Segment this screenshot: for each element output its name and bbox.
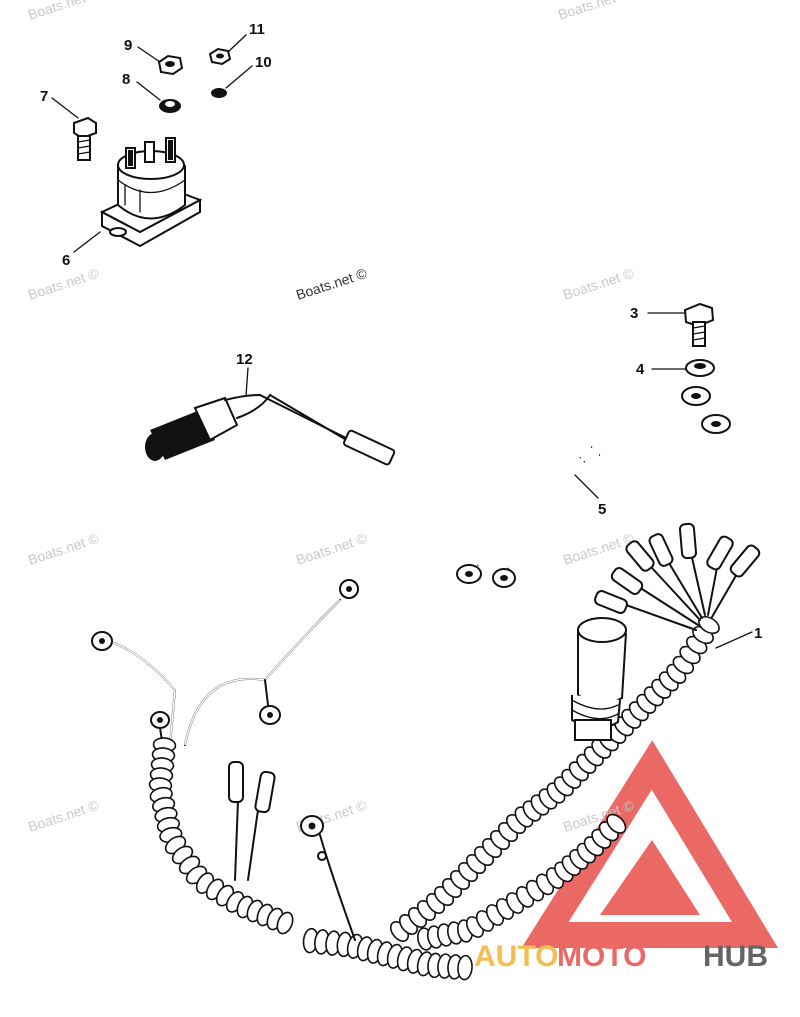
callout-1: 1 <box>754 625 762 642</box>
watermark: Boats.net © <box>26 797 101 835</box>
watermark-main: Boats.net © <box>294 265 369 303</box>
logo-part-moto: MOTO <box>557 940 646 973</box>
bolt-7 <box>73 116 97 161</box>
callout-9: 9 <box>124 37 132 54</box>
leader-line <box>715 631 753 649</box>
harness-middle-branch <box>417 813 627 951</box>
battery-cable-5 <box>456 386 731 588</box>
harness-bottom-trunk <box>302 927 473 981</box>
watermark: Boats.net © <box>26 530 101 568</box>
leader-line <box>227 34 247 53</box>
lock-washer-10 <box>211 88 227 98</box>
callout-6: 6 <box>62 252 70 269</box>
leader-line <box>136 81 161 101</box>
lock-washer-8 <box>159 99 181 113</box>
leader-line <box>51 97 79 119</box>
sender-12 <box>145 394 396 466</box>
callout-11: 11 <box>249 21 265 38</box>
watermark: Boats.net © <box>294 530 369 568</box>
callout-8: 8 <box>122 71 130 88</box>
callout-7: 7 <box>40 88 48 105</box>
watermark-group: Boats.net © Boats.net © Boats.net © Boat… <box>26 0 636 835</box>
logo-part-auto: AUTO <box>474 940 558 973</box>
harness-right-trunk <box>389 615 720 942</box>
nut-11 <box>208 47 232 66</box>
watermark: Boats.net © <box>26 0 101 23</box>
callout-10: 10 <box>255 54 272 71</box>
wiring-harness-1 <box>91 522 761 981</box>
callout-4: 4 <box>636 361 645 378</box>
washer-4 <box>685 359 715 377</box>
harness-coil <box>457 954 473 981</box>
harness-left-trunk <box>148 737 294 935</box>
callout-12: 12 <box>236 351 253 368</box>
leader-line <box>225 65 253 89</box>
watermark: Boats.net © <box>26 265 101 303</box>
harness-coil <box>606 813 627 834</box>
watermark: Boats.net © <box>556 0 631 23</box>
leader-line <box>73 231 101 253</box>
bolt-3 <box>683 302 715 347</box>
leader-line <box>574 474 599 499</box>
leader-line <box>245 367 249 397</box>
watermark: Boats.net © <box>561 265 636 303</box>
callout-5: 5 <box>598 501 606 518</box>
harness-plug-connector <box>571 617 627 741</box>
harness-coil <box>276 911 294 935</box>
leader-line <box>137 46 161 63</box>
nut-9 <box>157 54 184 76</box>
callout-3: 3 <box>630 305 638 322</box>
logo-part-hub: HUB <box>703 940 768 973</box>
automotohub-logo: AUTO MOTO HUB <box>474 740 779 973</box>
starter-solenoid <box>99 137 203 248</box>
watermark: Boats.net © <box>561 530 636 568</box>
